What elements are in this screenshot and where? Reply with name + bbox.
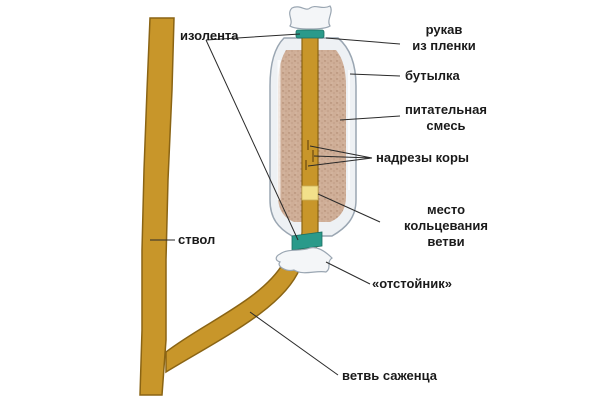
branch-inside-shape [299,33,319,253]
label-nutrient-mix-line2: смесь [426,118,465,133]
label-ringing-line1: место [427,202,465,217]
leader-seedling-branch [249,311,339,376]
film-sleeve-bottom [275,247,333,274]
film-sleeve-top [289,5,332,30]
label-film-sleeve-line2: из пленки [412,38,476,53]
label-bottle: бутылка [405,68,460,83]
leader-ringing [317,193,381,223]
label-seedling-branch: ветвь саженца [342,368,438,383]
ringing-band [301,185,319,201]
label-ringing-line2: кольцевания [404,218,488,233]
label-insulating-tape: изолента [180,28,239,43]
leader-film-sleeve [325,37,401,45]
label-nutrient-mix-line1: питательная [405,102,487,117]
leader-insulating-tape [205,33,301,241]
label-trunk: ствол [178,232,215,247]
tape-bottom [291,231,323,251]
tape-top [295,29,325,39]
leader-bark-cuts [307,145,373,167]
label-bark-cuts: надрезы коры [376,150,469,165]
leader-bottle [349,73,401,77]
leader-nutrient-mix [339,115,401,121]
bark-cuts-marks [305,140,314,170]
label-ringing-line3: ветви [427,234,464,249]
branch-shape [165,261,301,374]
label-film-sleeve-line1: рукав [426,22,463,37]
label-sump: «отстойник» [372,276,452,291]
trunk-shape [139,17,175,396]
leader-sump [325,261,371,285]
